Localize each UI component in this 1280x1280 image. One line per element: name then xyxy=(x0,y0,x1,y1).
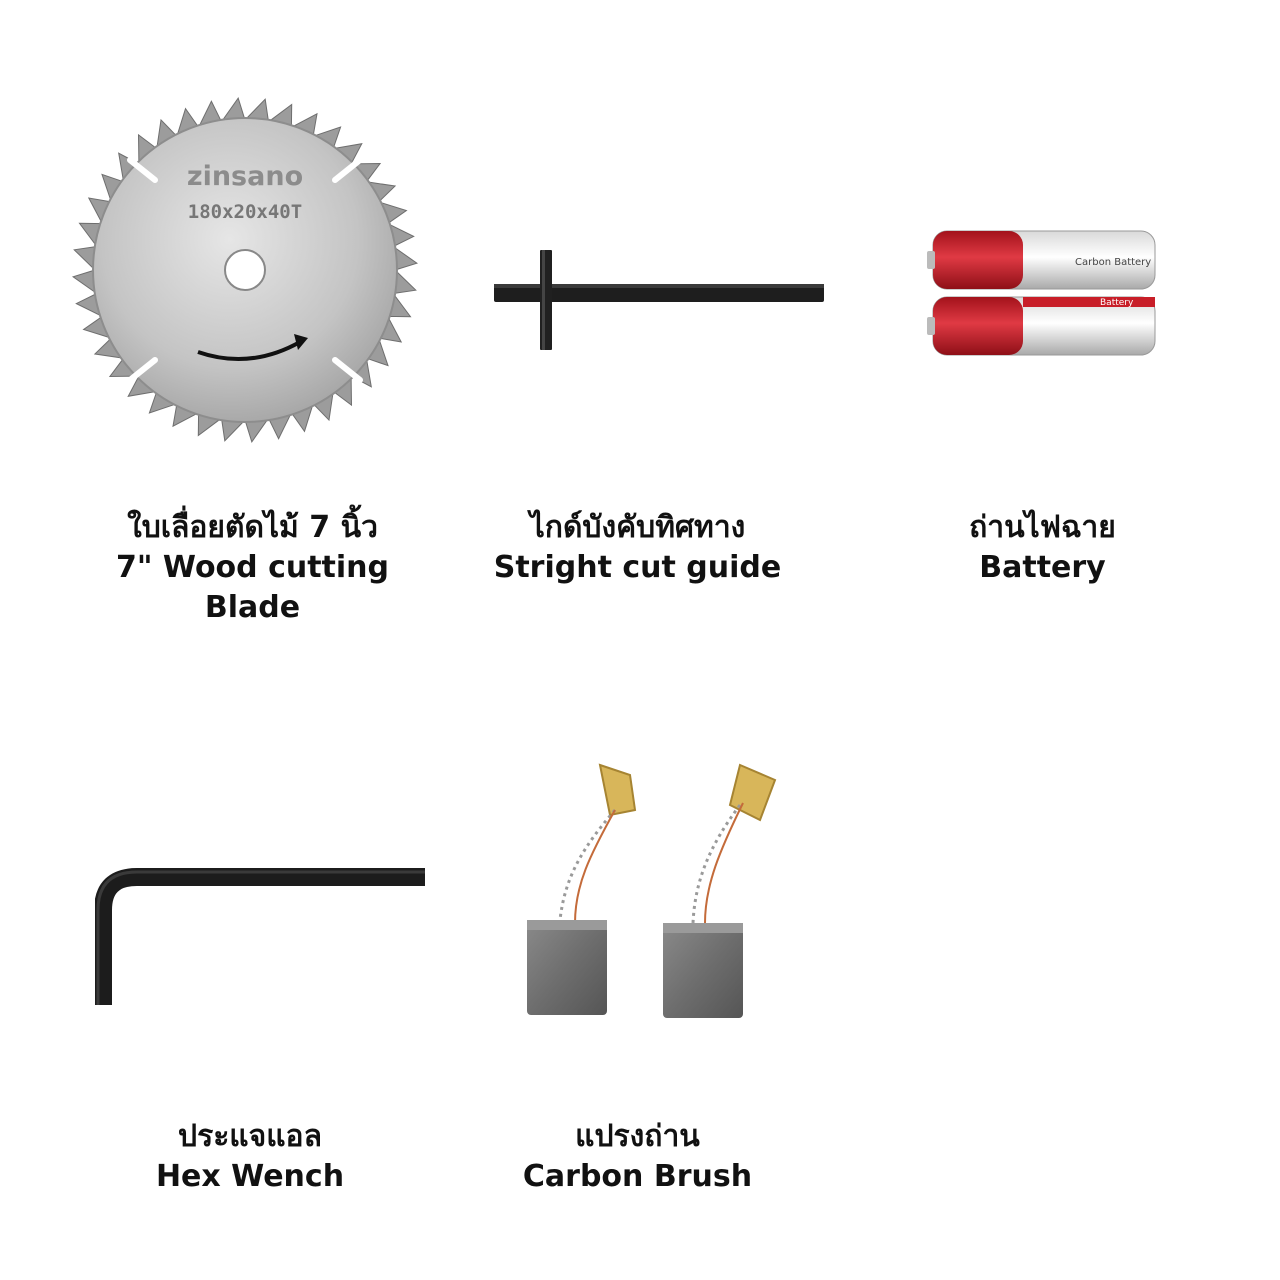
caption-english: Carbon Brush xyxy=(522,1159,753,1194)
battery-label: Carbon Battery xyxy=(1075,257,1151,268)
caption-saw-blade: ใบเลื่อยตัดไม้ 7 นิ้ว 7" Wood cutting Bl… xyxy=(60,508,445,628)
blade-brand: zinsano xyxy=(187,161,303,192)
cut-guide-image xyxy=(494,250,824,350)
caption-thai: ไกด์บังคับทิศทาง xyxy=(529,510,746,545)
caption-english: Stright cut guide xyxy=(493,550,782,585)
caption-english: Hex Wench xyxy=(155,1159,345,1194)
caption-thai: ประแจแอล xyxy=(178,1119,322,1154)
carbon-brush-right xyxy=(663,763,777,1018)
rotation-arrow-icon xyxy=(197,340,301,362)
caption-english: Blade xyxy=(204,590,301,625)
carbon-brush-left xyxy=(527,763,637,1015)
battery-top: Carbon Battery xyxy=(927,230,1156,290)
battery-label: Battery xyxy=(1100,298,1134,308)
caption-english: 7" Wood cutting xyxy=(115,550,390,585)
caption-carbon-brushes: แปรงถ่าน Carbon Brush xyxy=(505,1117,770,1197)
caption-batteries: ถ่านไฟฉาย Battery xyxy=(920,508,1165,588)
battery-bottom: Battery xyxy=(927,296,1156,356)
caption-english: Battery xyxy=(979,550,1106,585)
arbor-hole xyxy=(224,249,266,291)
caption-thai: ถ่านไฟฉาย xyxy=(969,510,1116,545)
hex-key-image xyxy=(95,868,425,1005)
carbon-brushes-image xyxy=(527,763,777,1018)
caption-hex-key: ประแจแอล Hex Wench xyxy=(135,1117,365,1197)
saw-blade-image: zinsano 180x20x40T xyxy=(71,96,419,444)
blade-spec: 180x20x40T xyxy=(188,201,302,223)
caption-thai: แปรงถ่าน xyxy=(575,1119,700,1154)
batteries-image: Carbon Battery Battery xyxy=(927,230,1156,356)
caption-cut-guide: ไกด์บังคับทิศทาง Stright cut guide xyxy=(470,508,805,588)
caption-thai: ใบเลื่อยตัดไม้ 7 นิ้ว xyxy=(127,510,378,545)
